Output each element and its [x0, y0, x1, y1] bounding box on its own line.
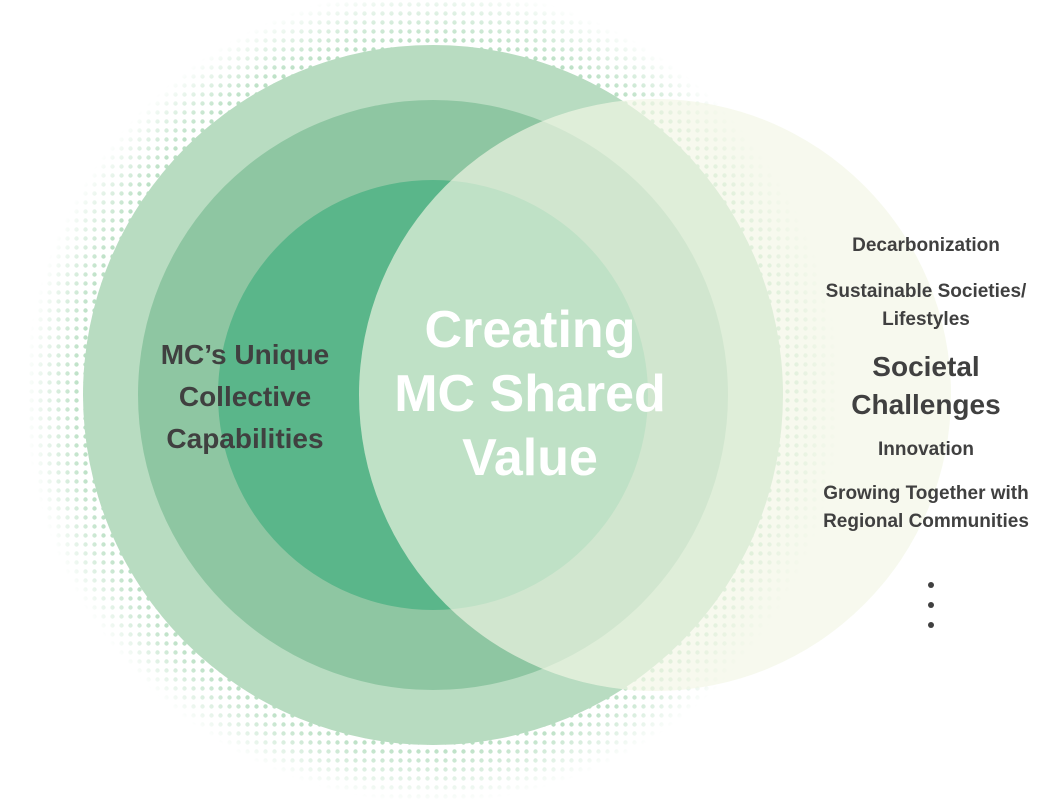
- societal-challenges-circle: [359, 99, 951, 691]
- shared-value-title: Creating MC Shared Value: [394, 301, 666, 487]
- ellipsis-dot: [928, 582, 934, 588]
- overlap-highlight: [359, 99, 951, 691]
- ellipsis-dot: [928, 602, 934, 608]
- ellipsis-dot: [928, 622, 934, 628]
- challenge-regional-communities: Growing Together with Regional Communiti…: [823, 483, 1029, 532]
- ellipsis-icon: [922, 582, 940, 642]
- challenge-innovation: Innovation: [877, 439, 975, 460]
- challenge-decarbonization: Decarbonization: [852, 235, 1000, 256]
- challenge-sustainable-societies: Sustainable Societies/ Lifestyles: [825, 281, 1027, 330]
- societal-challenges-heading: Societal Challenges: [851, 351, 1001, 420]
- unique-capabilities-label: MC’s Unique Collective Capabilities: [160, 339, 330, 454]
- societal-challenges-list: Decarbonization Sustainable Societies/ L…: [800, 232, 1052, 536]
